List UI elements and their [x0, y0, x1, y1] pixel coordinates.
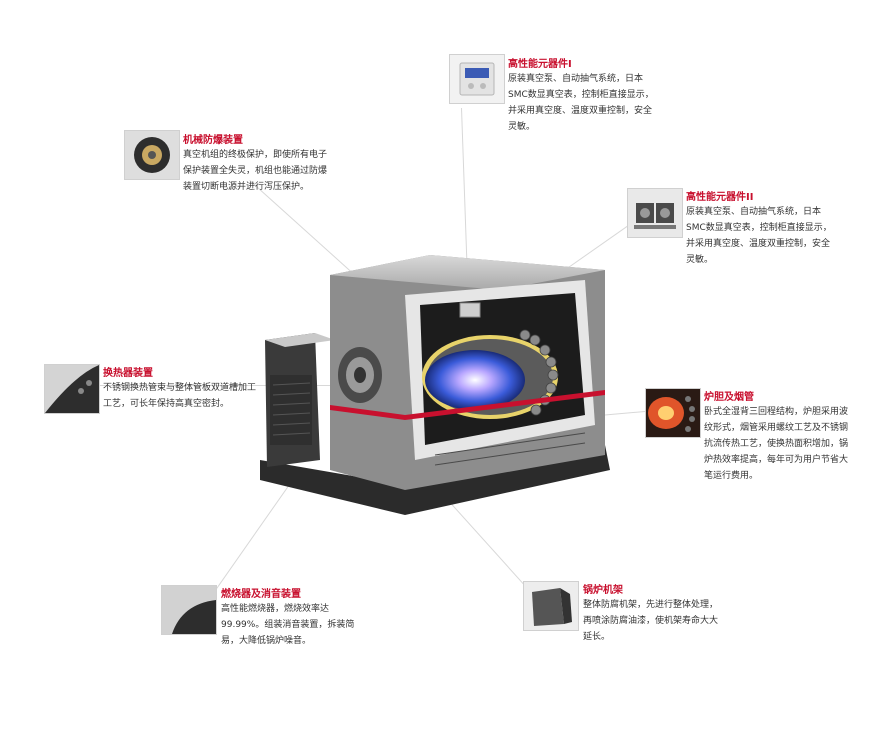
burner-silencer-description: 高性能燃烧器，燃烧效率达99.99%。组装消音装置，拆装简易，大降低锅炉噪音。: [221, 604, 355, 646]
component-i-title: 高性能元器件I: [508, 59, 572, 70]
heat-exchanger-title: 换热器装置: [103, 368, 153, 379]
furnace-tubes-title: 炉胆及烟管: [704, 392, 754, 403]
component-i-description: 原装真空泵、自动抽气系统，日本SMC数显真空表，控制柜直接显示，并采用真空度、温…: [508, 74, 654, 132]
explosion-device-thumbnail: [124, 130, 180, 180]
heat-exchanger-thumbnail: [44, 364, 100, 414]
heat-exchanger-description: 不锈钢换热管束与整体管板双道槽加工工艺，可长年保持高真空密封。: [103, 383, 257, 409]
boiler-frame-title: 锅炉机架: [583, 585, 623, 596]
vacuum-gauge-thumbnail: [449, 54, 505, 104]
vacuum-pump-thumbnail: [627, 188, 683, 238]
leader-line-exchanger: [100, 385, 350, 386]
burner-silencer-thumbnail: [161, 585, 217, 635]
burner-silencer-title: 燃烧器及消音装置: [221, 589, 301, 600]
boiler-frame-thumbnail: [523, 581, 579, 631]
component-ii-description: 原装真空泵、自动抽气系统，日本SMC数显真空表，控制柜直接显示，并采用真空度、温…: [686, 207, 832, 265]
boiler-frame-description: 整体防腐机架，先进行整体处理，再喷涂防腐油漆，使机架寿命大大延长。: [583, 600, 719, 642]
explosion-device-description: 真空机组的终极保护，即使所有电子保护装置全失灵，机组也能通过防爆装置切断电源并进…: [183, 150, 328, 192]
furnace-tubes-description: 卧式全湿背三回程结构，炉胆采用波纹形式，烟管采用螺纹工艺及不锈钢抗流传热工艺，使…: [704, 407, 849, 481]
explosion-device-title: 机械防爆装置: [183, 135, 243, 146]
component-ii-title: 高性能元器件II: [686, 192, 754, 203]
furnace-tubes-thumbnail: [645, 388, 701, 438]
boiler-cutaway-illustration: [260, 255, 610, 515]
